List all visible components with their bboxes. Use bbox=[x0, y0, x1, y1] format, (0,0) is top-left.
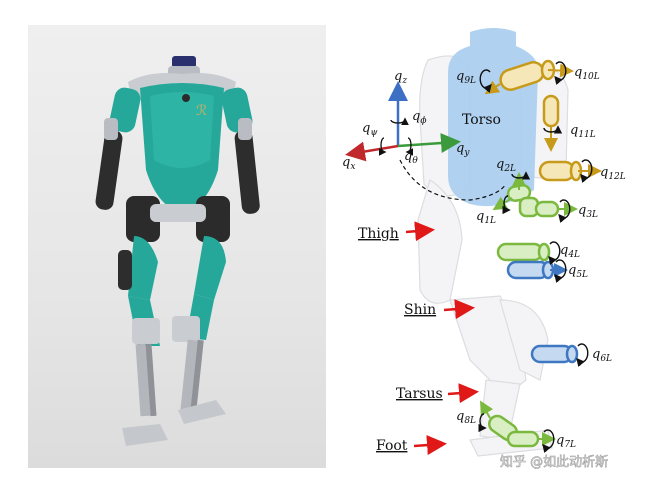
label-shin-group: Shin bbox=[404, 299, 475, 320]
label-thigh: Thigh bbox=[358, 226, 399, 242]
y-axis-arrow bbox=[397, 133, 461, 154]
label-q3: q3L bbox=[578, 203, 598, 220]
label-q2: q2L bbox=[496, 157, 516, 174]
label-q7: q7L bbox=[556, 433, 576, 450]
label-q4: q4L bbox=[560, 243, 580, 260]
label-q8: q8L bbox=[456, 409, 476, 426]
shin-pointer-arrow bbox=[443, 299, 475, 320]
phi-rotation-icon bbox=[390, 117, 409, 126]
tarsus-pointer-arrow bbox=[447, 383, 479, 404]
label-qy: qy bbox=[456, 141, 470, 158]
label-q11: q11L bbox=[570, 123, 596, 140]
psi-rotation-icon bbox=[378, 137, 387, 156]
digit-robot-photo: ℛ bbox=[95, 56, 260, 446]
joint-q11 bbox=[542, 94, 560, 152]
torso-camera bbox=[182, 94, 190, 102]
joint-q12 bbox=[538, 160, 602, 182]
label-q10: q10L bbox=[574, 65, 600, 82]
left-forearm bbox=[95, 130, 123, 210]
label-qx: qx bbox=[342, 155, 355, 172]
label-q6: q6L bbox=[592, 347, 612, 364]
svg-text:ℛ: ℛ bbox=[196, 103, 207, 119]
left-thigh bbox=[128, 236, 158, 300]
label-tarsus: Tarsus bbox=[396, 386, 443, 402]
watermark: 知乎 @如此动析斯 bbox=[500, 454, 608, 470]
x-axis-arrow bbox=[345, 141, 399, 162]
label-tarsus-group: Tarsus bbox=[396, 383, 479, 404]
lidar-sensor bbox=[172, 56, 196, 68]
left-tarsus bbox=[135, 343, 151, 417]
theta-rotation-icon bbox=[405, 137, 414, 156]
label-q12: q12L bbox=[600, 165, 626, 182]
label-qpsi: qψ bbox=[362, 121, 378, 138]
joint-q6 bbox=[530, 344, 579, 364]
torso-highlight: Torso bbox=[448, 28, 539, 207]
right-thigh bbox=[194, 236, 226, 300]
base-to-hip-link bbox=[399, 159, 507, 201]
thigh-pointer-arrow bbox=[405, 221, 435, 242]
right-forearm bbox=[234, 130, 260, 214]
joint-q7-q8 bbox=[480, 400, 556, 448]
rotation-indicators bbox=[478, 61, 593, 453]
torso-label: Torso bbox=[462, 112, 501, 128]
label-qz: qz bbox=[394, 69, 407, 86]
base-frame bbox=[345, 81, 461, 162]
label-foot: Foot bbox=[376, 438, 408, 454]
label-q5: q5L bbox=[568, 263, 588, 280]
left-foot bbox=[122, 424, 168, 446]
label-foot-group: Foot bbox=[376, 435, 447, 456]
ghost-robot-outline bbox=[417, 55, 569, 457]
label-qphi: qϕ bbox=[412, 109, 426, 126]
label-thigh-group: Thigh bbox=[358, 221, 435, 242]
right-foot bbox=[178, 400, 226, 424]
joint-q5 bbox=[506, 260, 568, 280]
label-qtheta: qθ bbox=[404, 149, 418, 166]
label-q9: q9L bbox=[456, 69, 476, 86]
label-q1: q1L bbox=[476, 209, 496, 226]
foot-pointer-arrow bbox=[413, 435, 447, 456]
label-shin: Shin bbox=[404, 302, 436, 318]
joint-q9-q10 bbox=[484, 59, 574, 95]
right-tarsus bbox=[180, 339, 198, 413]
joint-q4 bbox=[496, 242, 551, 262]
